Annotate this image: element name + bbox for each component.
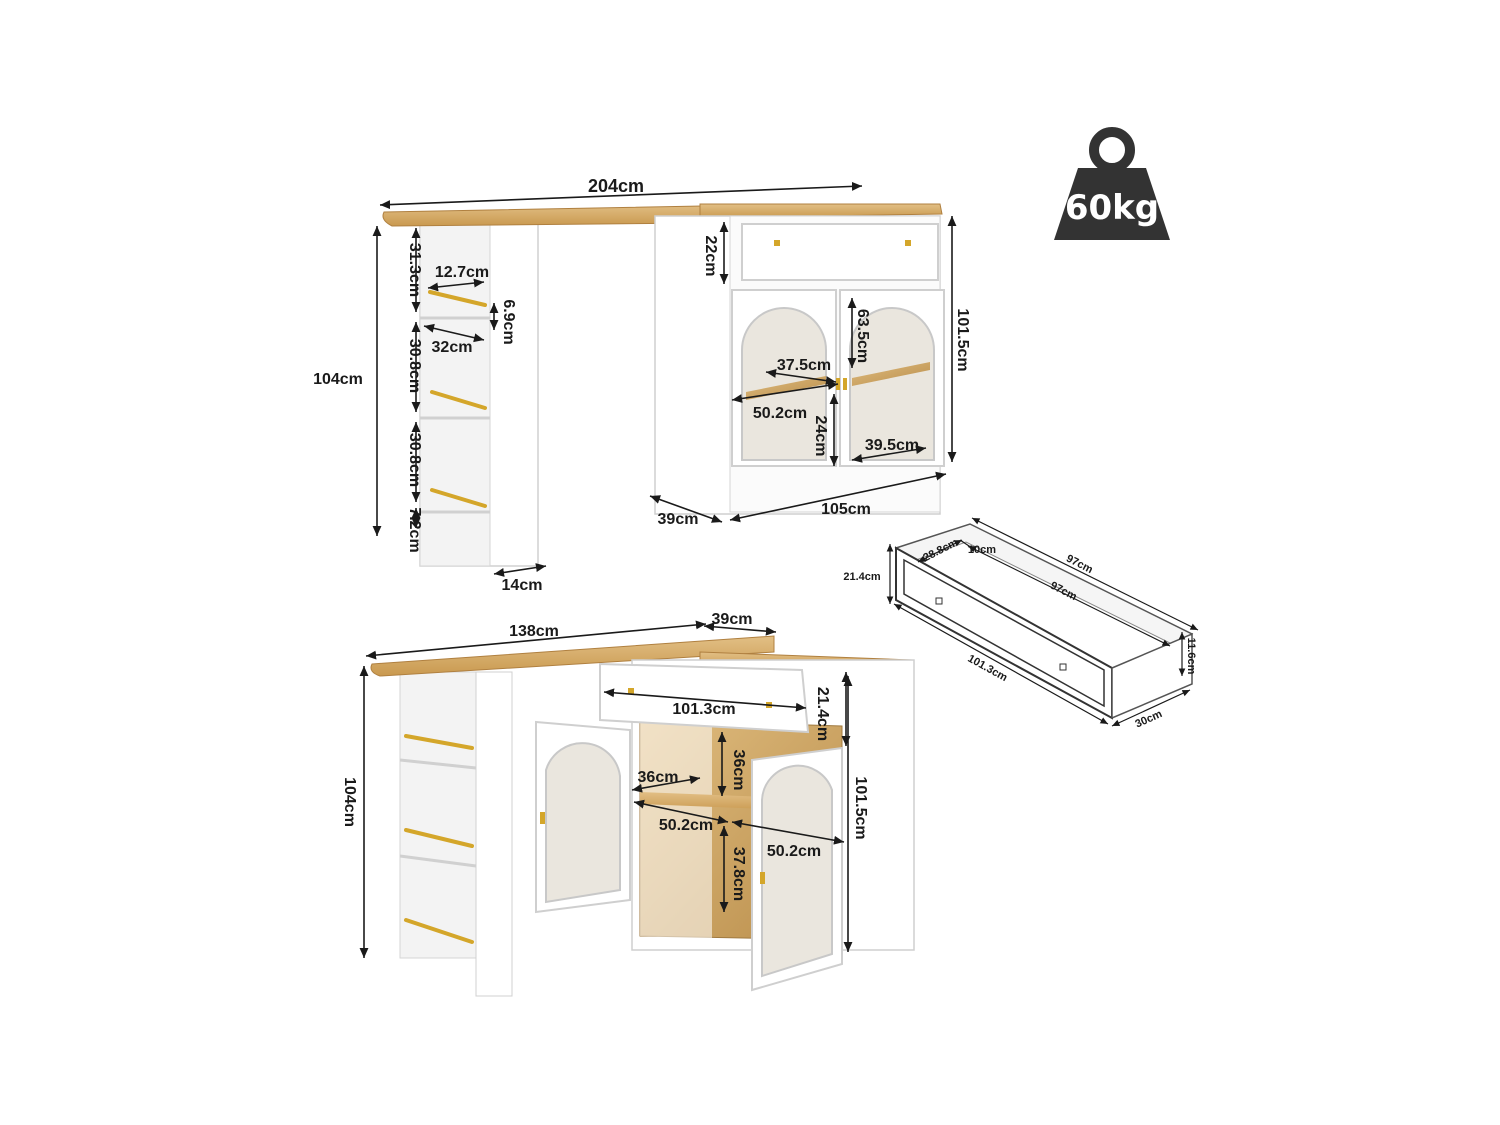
dim-cabinet-width: 105cm xyxy=(821,501,871,518)
dim-open-cabinet-height: 101.5cm xyxy=(852,776,869,839)
dim-end-width: 14cm xyxy=(502,577,543,594)
dim-open-shelf-depth: 36cm xyxy=(638,769,679,786)
dim-top-length: 138cm xyxy=(509,623,559,640)
dim-inner-width: 50.2cm xyxy=(753,405,807,422)
dim-shelf-2-height: 30.8cm xyxy=(406,339,423,393)
dim-lower-space: 24cm xyxy=(812,416,829,457)
dim-shelf-right-width: 39.5cm xyxy=(865,437,919,454)
weight-label: 60kg xyxy=(1065,188,1159,228)
dim-height: 104cm xyxy=(313,371,363,388)
closed-island-illustration xyxy=(382,203,945,567)
dim-drawer-wall: 10cm xyxy=(968,544,996,556)
dim-top-depth: 39cm xyxy=(712,611,753,628)
dim-total-length: 204cm xyxy=(588,176,644,196)
open-island-illustration xyxy=(370,635,915,997)
dim-cabinet-height: 101.5cm xyxy=(954,308,971,371)
dim-open-right-width: 50.2cm xyxy=(767,843,821,860)
dim-base-height: 7.2cm xyxy=(406,507,423,552)
dim-open-lower-space: 37.8cm xyxy=(730,847,747,901)
dim-rail-height: 6.9cm xyxy=(500,299,517,344)
dim-cabinet-depth: 39cm xyxy=(658,511,699,528)
bottom-view-dimensions: 138cm 39cm 101.3cm 21.4cm 104cm 36cm 36c… xyxy=(341,611,869,958)
dim-open-left-width: 50.2cm xyxy=(659,817,713,834)
dim-shelf-depth: 12.7cm xyxy=(435,264,489,281)
dim-upper-space: 36cm xyxy=(730,750,747,791)
dim-shelf-width: 32cm xyxy=(432,339,473,356)
top-view-dimensions: 204cm 104cm 31.3cm 12.7cm 6.9cm 32cm 30.… xyxy=(313,176,971,594)
dim-door-height: 63.5cm xyxy=(854,309,871,363)
dim-shelf-3-height: 30.8cm xyxy=(406,433,423,487)
dim-drawer-height: 21.4cm xyxy=(843,571,881,583)
dim-drawer-height: 22cm xyxy=(702,236,719,277)
dim-open-drawer-height: 21.4cm xyxy=(814,687,831,741)
dim-open-drawer-length: 101.3cm xyxy=(672,701,735,718)
dim-inner-shelf-depth: 37.5cm xyxy=(777,357,831,374)
dim-drawer-inner-height: 11.6cm xyxy=(1185,638,1197,675)
dim-shelf-1-height: 31.3cm xyxy=(406,243,423,297)
weight-icon: 60kg xyxy=(1054,127,1170,240)
dim-drawer-width: 30cm xyxy=(1133,708,1164,730)
dim-open-height: 104cm xyxy=(341,777,358,827)
